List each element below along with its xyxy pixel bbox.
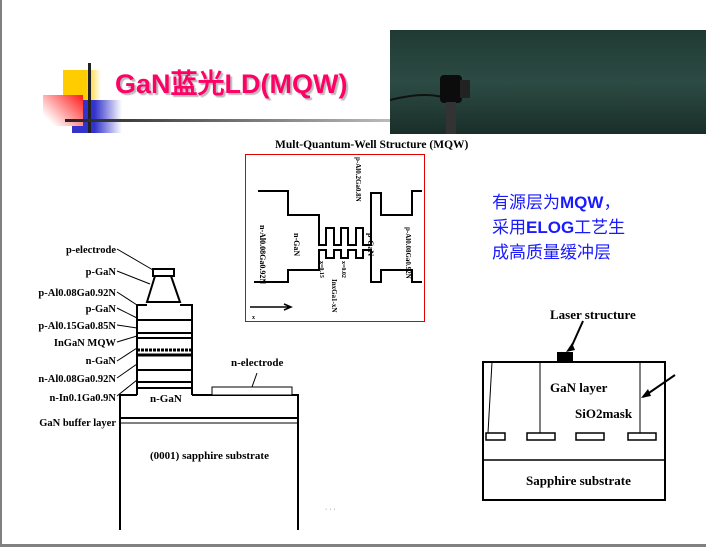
mqw-label: InxGa1-xN xyxy=(330,279,338,312)
desc-text: 成高质量缓冲层 xyxy=(492,243,611,262)
description-text: 有源层为MQW， 采用ELOG工艺生 成高质量缓冲层 xyxy=(492,190,625,265)
slide-footer: · · · xyxy=(325,506,336,513)
desc-text: 采用 xyxy=(492,218,526,237)
layer-label: p-electrode xyxy=(66,245,116,256)
slide-border-left xyxy=(0,0,2,547)
mqw-axis-label: x xyxy=(252,315,255,321)
mqw-label: x=0.02 xyxy=(340,261,346,278)
desc-text: 有源层为 xyxy=(492,193,560,212)
valence-band-line xyxy=(254,249,422,283)
layer-label: n-Al0.08Ga0.92N xyxy=(38,374,116,385)
laser-structure-block xyxy=(557,352,573,362)
mqw-label: p-Al0.08Ga0.92N xyxy=(404,227,412,279)
layer-label: p-GaN xyxy=(86,267,117,278)
layer-label: p-Al0.15Ga0.85N xyxy=(38,321,116,332)
layer-label: p-Al0.08Ga0.92N xyxy=(38,288,116,299)
decor-horizontal-line xyxy=(65,119,390,122)
slide-border-bottom xyxy=(0,544,706,547)
desc-keyword: ELOG xyxy=(526,218,575,237)
layer-label: p-GaN xyxy=(86,304,117,315)
layer-label: n-In0.1Ga0.9N xyxy=(49,393,116,404)
n-electrode-label: n-electrode xyxy=(231,357,283,369)
laser-structure-label: Laser structure xyxy=(550,307,636,322)
desc-keyword: MQW xyxy=(560,193,604,212)
decor-vertical-line xyxy=(88,63,91,133)
slide-title: GaN蓝光LD(MQW) xyxy=(115,69,348,99)
sapphire-substrate-label: Sapphire substrate xyxy=(526,473,631,488)
mqw-label: n-GaN xyxy=(292,233,301,256)
sio2-mask-label: SiO2mask xyxy=(575,406,633,421)
desc-text: ， xyxy=(603,193,621,212)
gan-layer-label: GaN layer xyxy=(550,380,608,395)
layer-label: InGaN MQW xyxy=(54,338,117,349)
elog-diagram: Laser structure GaN layer SiO2mask Sapph… xyxy=(482,307,676,501)
x-axis-arrow xyxy=(250,303,293,311)
mqw-label: n-Al0.08Ga0.92N xyxy=(258,225,267,284)
laser-device-image xyxy=(389,75,470,134)
laser-photo xyxy=(389,30,706,134)
mqw-diagram: n-Al0.08Ga0.92N n-GaN x=0.15 x=0.02 p-Ga… xyxy=(245,154,425,322)
ld-structure-diagram: p-electrode p-GaN p-Al0.08Ga0.92N p-GaN … xyxy=(38,245,299,530)
mqw-label: x=0.15 xyxy=(318,261,324,278)
n-gan-label: n-GaN xyxy=(150,393,182,405)
conduction-band-line xyxy=(258,190,422,246)
mqw-label: p-Al0.2Ga0.8N xyxy=(354,157,362,202)
substrate-label: (0001) sapphire substrate xyxy=(150,450,269,462)
layer-label: n-GaN xyxy=(86,356,117,367)
layer-label: GaN buffer layer xyxy=(39,418,116,429)
mqw-label: p-GaN xyxy=(366,233,375,256)
desc-text: 工艺生 xyxy=(574,218,626,237)
mqw-diagram-title: Mult-Quantum-Well Structure (MQW) xyxy=(275,139,469,151)
